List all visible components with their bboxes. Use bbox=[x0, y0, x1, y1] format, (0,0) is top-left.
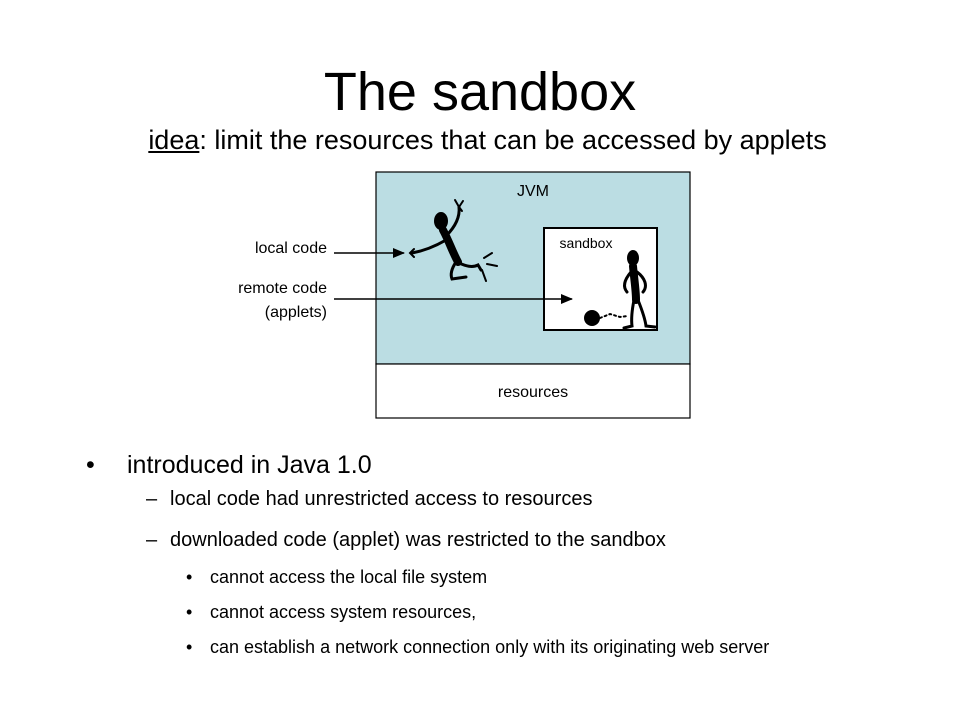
free-figure-icon bbox=[408, 199, 498, 282]
bullet-text: cannot access the local file system bbox=[210, 567, 488, 587]
bullet-marker: • bbox=[86, 451, 95, 479]
subtitle-lead: idea bbox=[148, 125, 200, 155]
dash-marker: – bbox=[146, 529, 158, 551]
slide-subtitle: idea: limit the resources that can be ac… bbox=[0, 120, 960, 160]
confined-figure-icon bbox=[584, 250, 657, 330]
bullet-text: local code had unrestricted access to re… bbox=[170, 488, 593, 510]
bullet-text: can establish a network connection only … bbox=[210, 637, 770, 657]
slide-title: The sandbox bbox=[323, 62, 637, 122]
bullet-text: introduced in Java 1.0 bbox=[127, 451, 372, 479]
sandbox-label: sandbox bbox=[560, 235, 613, 251]
dash-marker: – bbox=[146, 488, 158, 510]
subtitle-rest: : limit the resources that can be access… bbox=[199, 125, 827, 155]
bullet-marker: • bbox=[186, 637, 193, 657]
resources-box bbox=[375, 363, 691, 419]
local-code-label: local code bbox=[255, 240, 327, 257]
remote-code-label-line1: remote code bbox=[238, 280, 327, 297]
remote-code-label-line2: (applets) bbox=[265, 304, 327, 321]
resources-label: resources bbox=[498, 384, 568, 401]
bullet-marker: • bbox=[186, 567, 193, 587]
bullet-text: downloaded code (applet) was restricted … bbox=[170, 529, 666, 551]
bullet-marker: • bbox=[186, 602, 193, 622]
bullet-text: cannot access system resources, bbox=[210, 602, 477, 622]
jvm-label: JVM bbox=[517, 183, 549, 200]
